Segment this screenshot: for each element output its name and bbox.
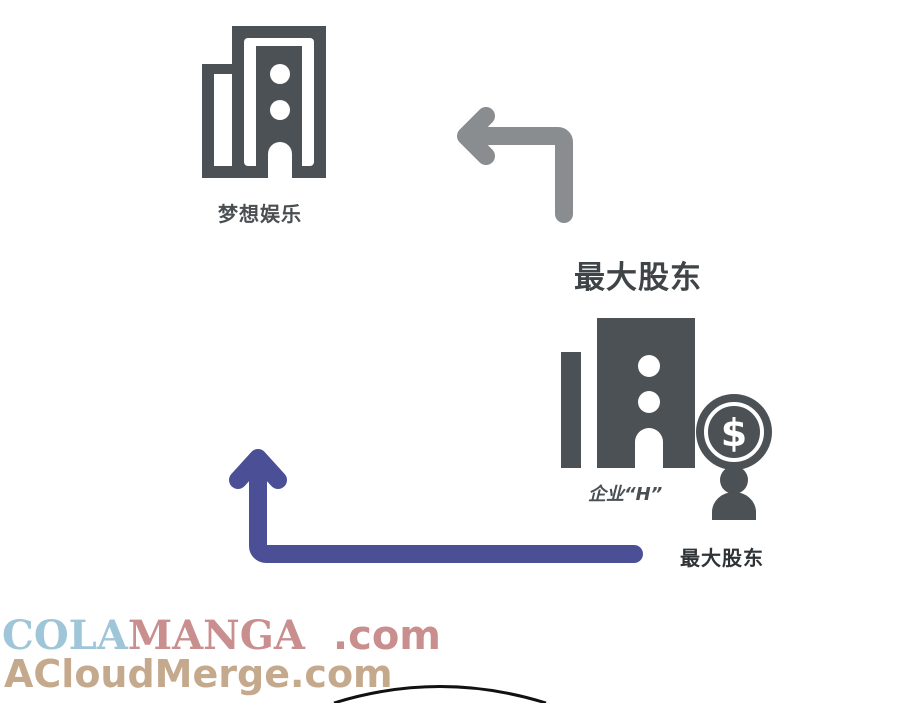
company-h-building-icon	[561, 318, 695, 468]
watermark-colamanga: COLAMANGA .com	[2, 612, 441, 659]
watermark-manga-text: MANGA	[127, 612, 305, 659]
major-shareholder-caption: 最大股东	[680, 546, 764, 570]
watermark-dotcom-text: .com	[332, 613, 441, 659]
arrow-left-up-icon	[229, 449, 643, 563]
dream-entertainment-label: 梦想娱乐	[218, 202, 302, 226]
speech-bubble-outline	[333, 685, 547, 703]
dream-entertainment-building-icon	[202, 26, 326, 178]
arrow-up-left-icon	[457, 107, 573, 223]
watermark-cola-text: COLA	[2, 612, 128, 659]
shareholder-dollar-coin-icon: $	[696, 394, 772, 470]
company-h-label: 企业“H”	[588, 484, 663, 505]
major-shareholder-title: 最大股东	[574, 260, 702, 296]
svg-text:$: $	[721, 411, 747, 455]
shareholder-person-icon	[712, 466, 756, 520]
watermark-acloudmerge: ACloudMerge.com	[4, 652, 393, 696]
